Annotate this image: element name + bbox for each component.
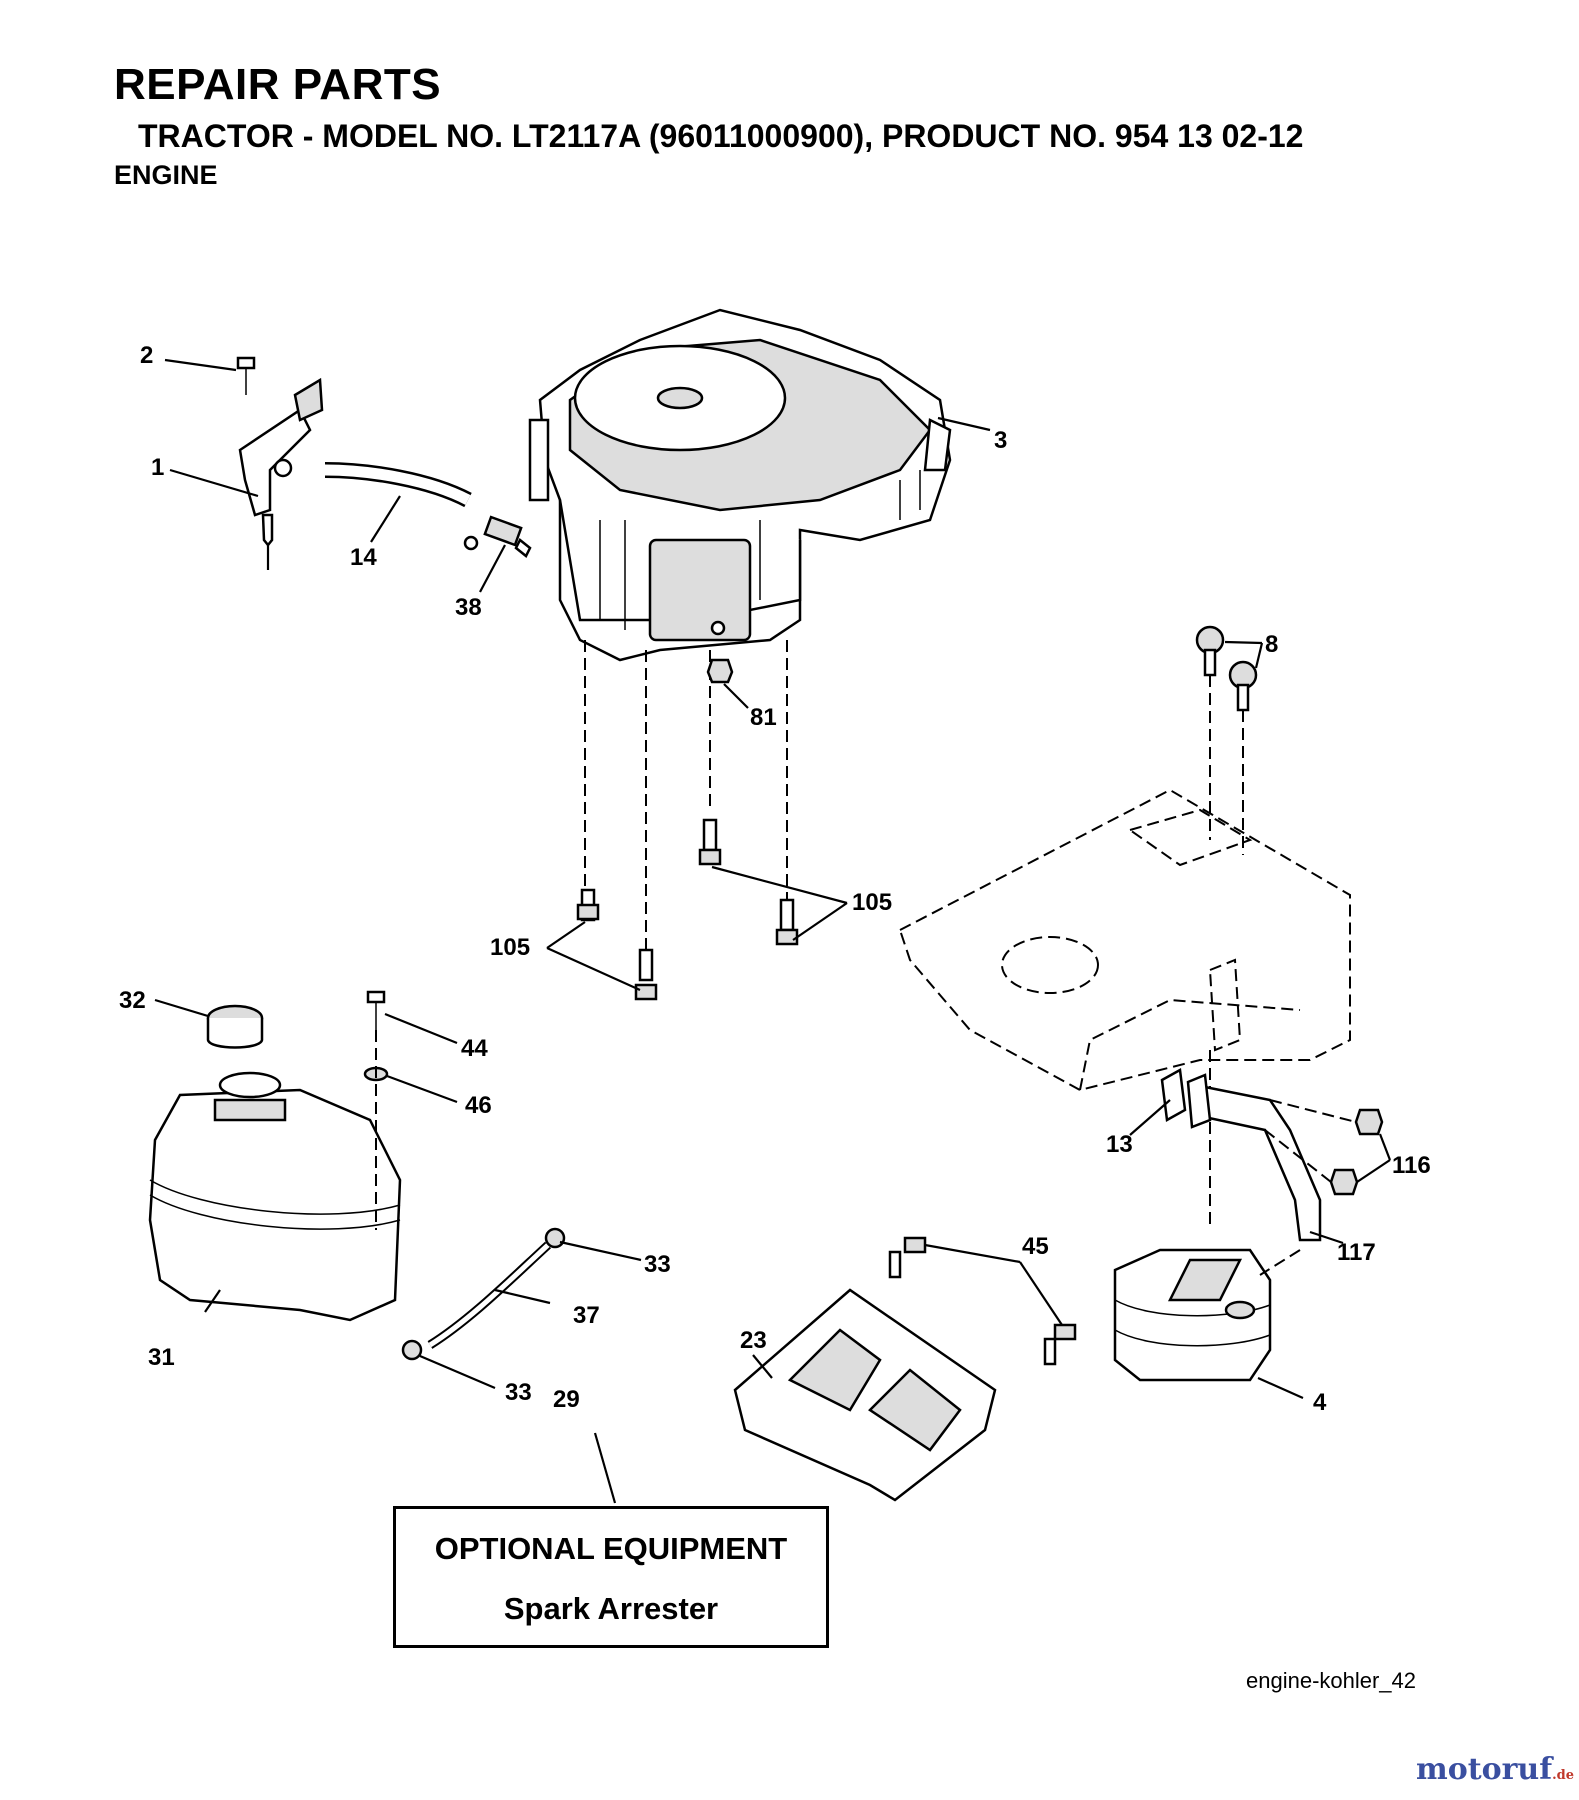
frame-outline [898,788,1351,1092]
callout-29: 29 [553,1386,580,1413]
nut-part-81 [706,658,734,684]
optional-equipment-label: OPTIONAL EQUIPMENT [434,1531,788,1566]
muffler [1113,1248,1301,1382]
exhaust-pipe [1186,1073,1322,1242]
throttle-control-bracket [238,377,324,570]
bolts-part-105 [576,818,799,1001]
optional-equipment-box: OPTIONAL EQUIPMENT Spark Arrester [393,1506,829,1648]
callout-13: 13 [1106,1131,1133,1158]
fuel-tank [148,1071,402,1322]
bolts-part-8 [1195,625,1258,1230]
callout-4: 4 [1313,1389,1327,1416]
callout-37: 37 [573,1302,600,1329]
screws-part-45 [888,1236,1077,1366]
callout-116: 116 [1392,1152,1431,1179]
diagram-reference-code: engine-kohler_42 [1246,1668,1417,1693]
gasket-part-13 [1160,1068,1187,1122]
callout-44: 44 [461,1035,488,1062]
callout-8: 8 [1265,631,1278,658]
callout-81: 81 [750,704,777,731]
section-heading: ENGINE [114,160,218,190]
engine-illustration [528,308,952,662]
callout-38: 38 [455,594,482,621]
callout-105-right: 105 [852,889,892,916]
fuel-line-37 [401,1227,566,1361]
callout-33-top: 33 [644,1251,671,1278]
callout-117: 117 [1337,1239,1376,1266]
heat-shield [733,1288,997,1502]
fuel-cap [206,1004,264,1049]
leader-lines [154,358,1392,1504]
screw-part-44 [366,990,386,1030]
watermark-name: motoruf [1416,1752,1553,1787]
fuel-line [324,462,472,508]
callout-2: 2 [140,342,153,369]
fuel-filter [463,515,532,558]
watermark-suffix: .de [1552,1768,1575,1783]
page-title: REPAIR PARTS [114,60,442,109]
callout-33-bottom: 33 [505,1379,532,1406]
model-subtitle: TRACTOR - MODEL NO. LT2117A (96011000900… [138,118,1304,154]
screw-part-2 [236,356,256,395]
callout-46: 46 [465,1092,492,1119]
callout-14: 14 [350,544,377,571]
callout-23: 23 [740,1327,767,1354]
watermark-logo: motoruf.de [1416,1752,1574,1787]
callout-45: 45 [1022,1233,1049,1260]
callout-32: 32 [119,987,146,1014]
nuts-part-116 [1264,1099,1384,1196]
callout-1: 1 [151,454,164,481]
spark-arrester-label: Spark Arrester [503,1591,719,1626]
callout-31: 31 [148,1344,175,1371]
callout-3: 3 [994,427,1007,454]
callout-105-left: 105 [490,934,530,961]
